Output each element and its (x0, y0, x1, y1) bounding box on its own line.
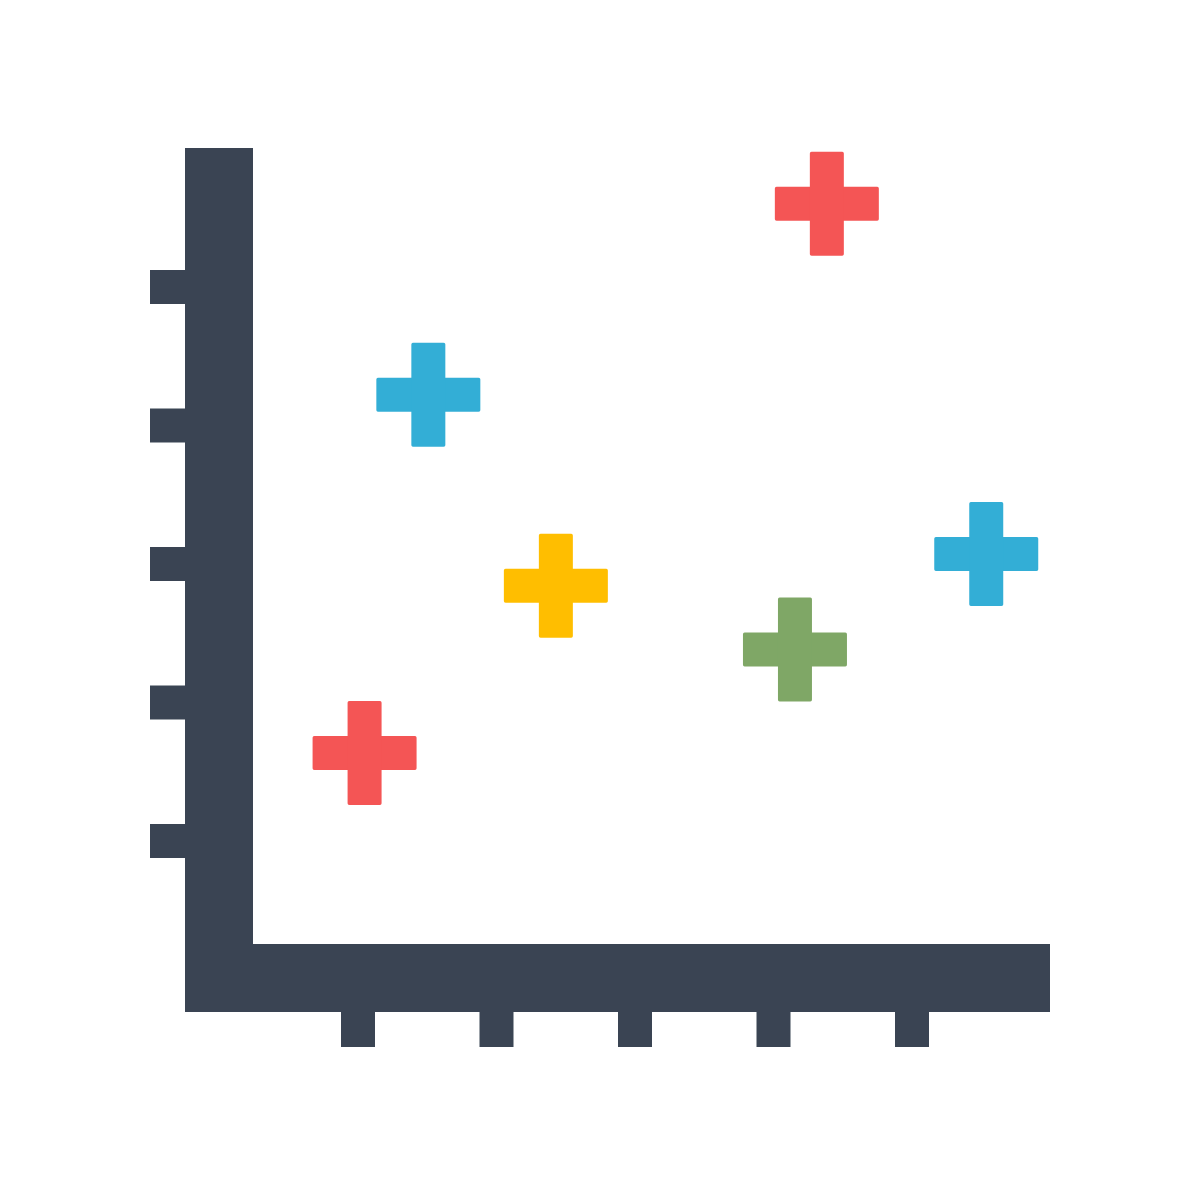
x-tick (618, 1012, 652, 1047)
x-axis (185, 944, 1050, 1012)
y-ticks (150, 270, 185, 858)
data-point (503, 533, 608, 638)
y-tick (150, 270, 185, 304)
y-tick (150, 824, 185, 858)
x-tick (341, 1012, 375, 1047)
x-tick (895, 1012, 929, 1047)
y-axis (185, 148, 253, 1012)
x-tick (479, 1012, 514, 1047)
axes (185, 148, 1050, 1012)
y-tick (150, 547, 185, 581)
y-tick (150, 408, 185, 443)
y-tick (150, 685, 185, 720)
data-point (774, 151, 879, 256)
data-point (742, 597, 847, 702)
data-point (934, 501, 1039, 606)
x-tick (756, 1012, 791, 1047)
x-ticks (341, 1012, 929, 1047)
data-point (376, 342, 481, 447)
data-points (312, 151, 1039, 805)
data-point (312, 700, 417, 805)
